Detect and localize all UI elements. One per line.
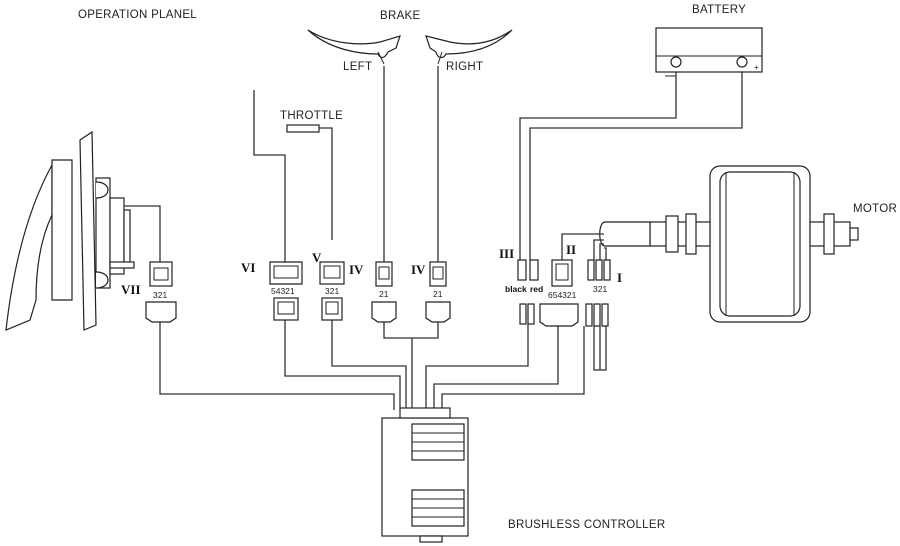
connector-vi: 54321 VI [241,260,303,321]
connector-i: 321 I [585,259,622,327]
connector-i-pins: 321 [593,284,607,294]
connector-iv-right-roman: IV [411,262,426,277]
connector-iii-red: red [530,284,543,294]
battery-plus-sign: + [754,62,759,72]
brake-label: BRAKE [380,10,421,22]
left-brake-lever [307,29,401,65]
connector-iv-left-pins: 21 [379,289,389,299]
motor-drawing [599,165,859,323]
operation-panel-drawing [5,130,135,331]
connector-ii: 654321 II [539,242,579,327]
connector-iv-left-roman: IV [349,262,364,277]
connector-vi-roman: VI [241,260,255,275]
connector-vii-pins: 321 [153,290,167,300]
controller-label: BRUSHLESS CONTROLLER [508,519,665,531]
connector-iv-right-pins: 21 [433,289,443,299]
connector-v-roman: V [312,250,322,265]
connector-v: 321 V [312,250,345,321]
motor-label: MOTOR [853,203,897,215]
battery-drawing: + [655,27,763,77]
battery-label: BATTERY [692,4,746,16]
connector-iv-right: 21 IV [411,261,451,323]
connector-iii: black red III [499,246,543,325]
connector-iv-left: 21 IV [349,261,397,323]
connector-vi-pins: 54321 [271,286,295,296]
operation-panel-label: OPERATION PLANEL [78,9,197,21]
connector-ii-roman: II [566,242,576,257]
brake-left-label: LEFT [343,61,372,73]
connector-ii-pins: 654321 [548,290,577,300]
connector-vii: 321 VII [121,261,177,323]
connector-v-pins: 321 [325,286,339,296]
connector-i-roman: I [617,270,622,285]
throttle-label: THROTTLE [280,110,343,122]
connector-vii-roman: VII [121,282,141,297]
connector-iii-roman: III [499,246,514,261]
wiring [124,66,743,410]
brake-right-label: RIGHT [446,61,483,73]
right-brake-lever [425,29,513,65]
throttle-drawing [286,124,333,240]
brushless-controller [381,407,469,543]
connector-iii-black: black [505,284,527,294]
